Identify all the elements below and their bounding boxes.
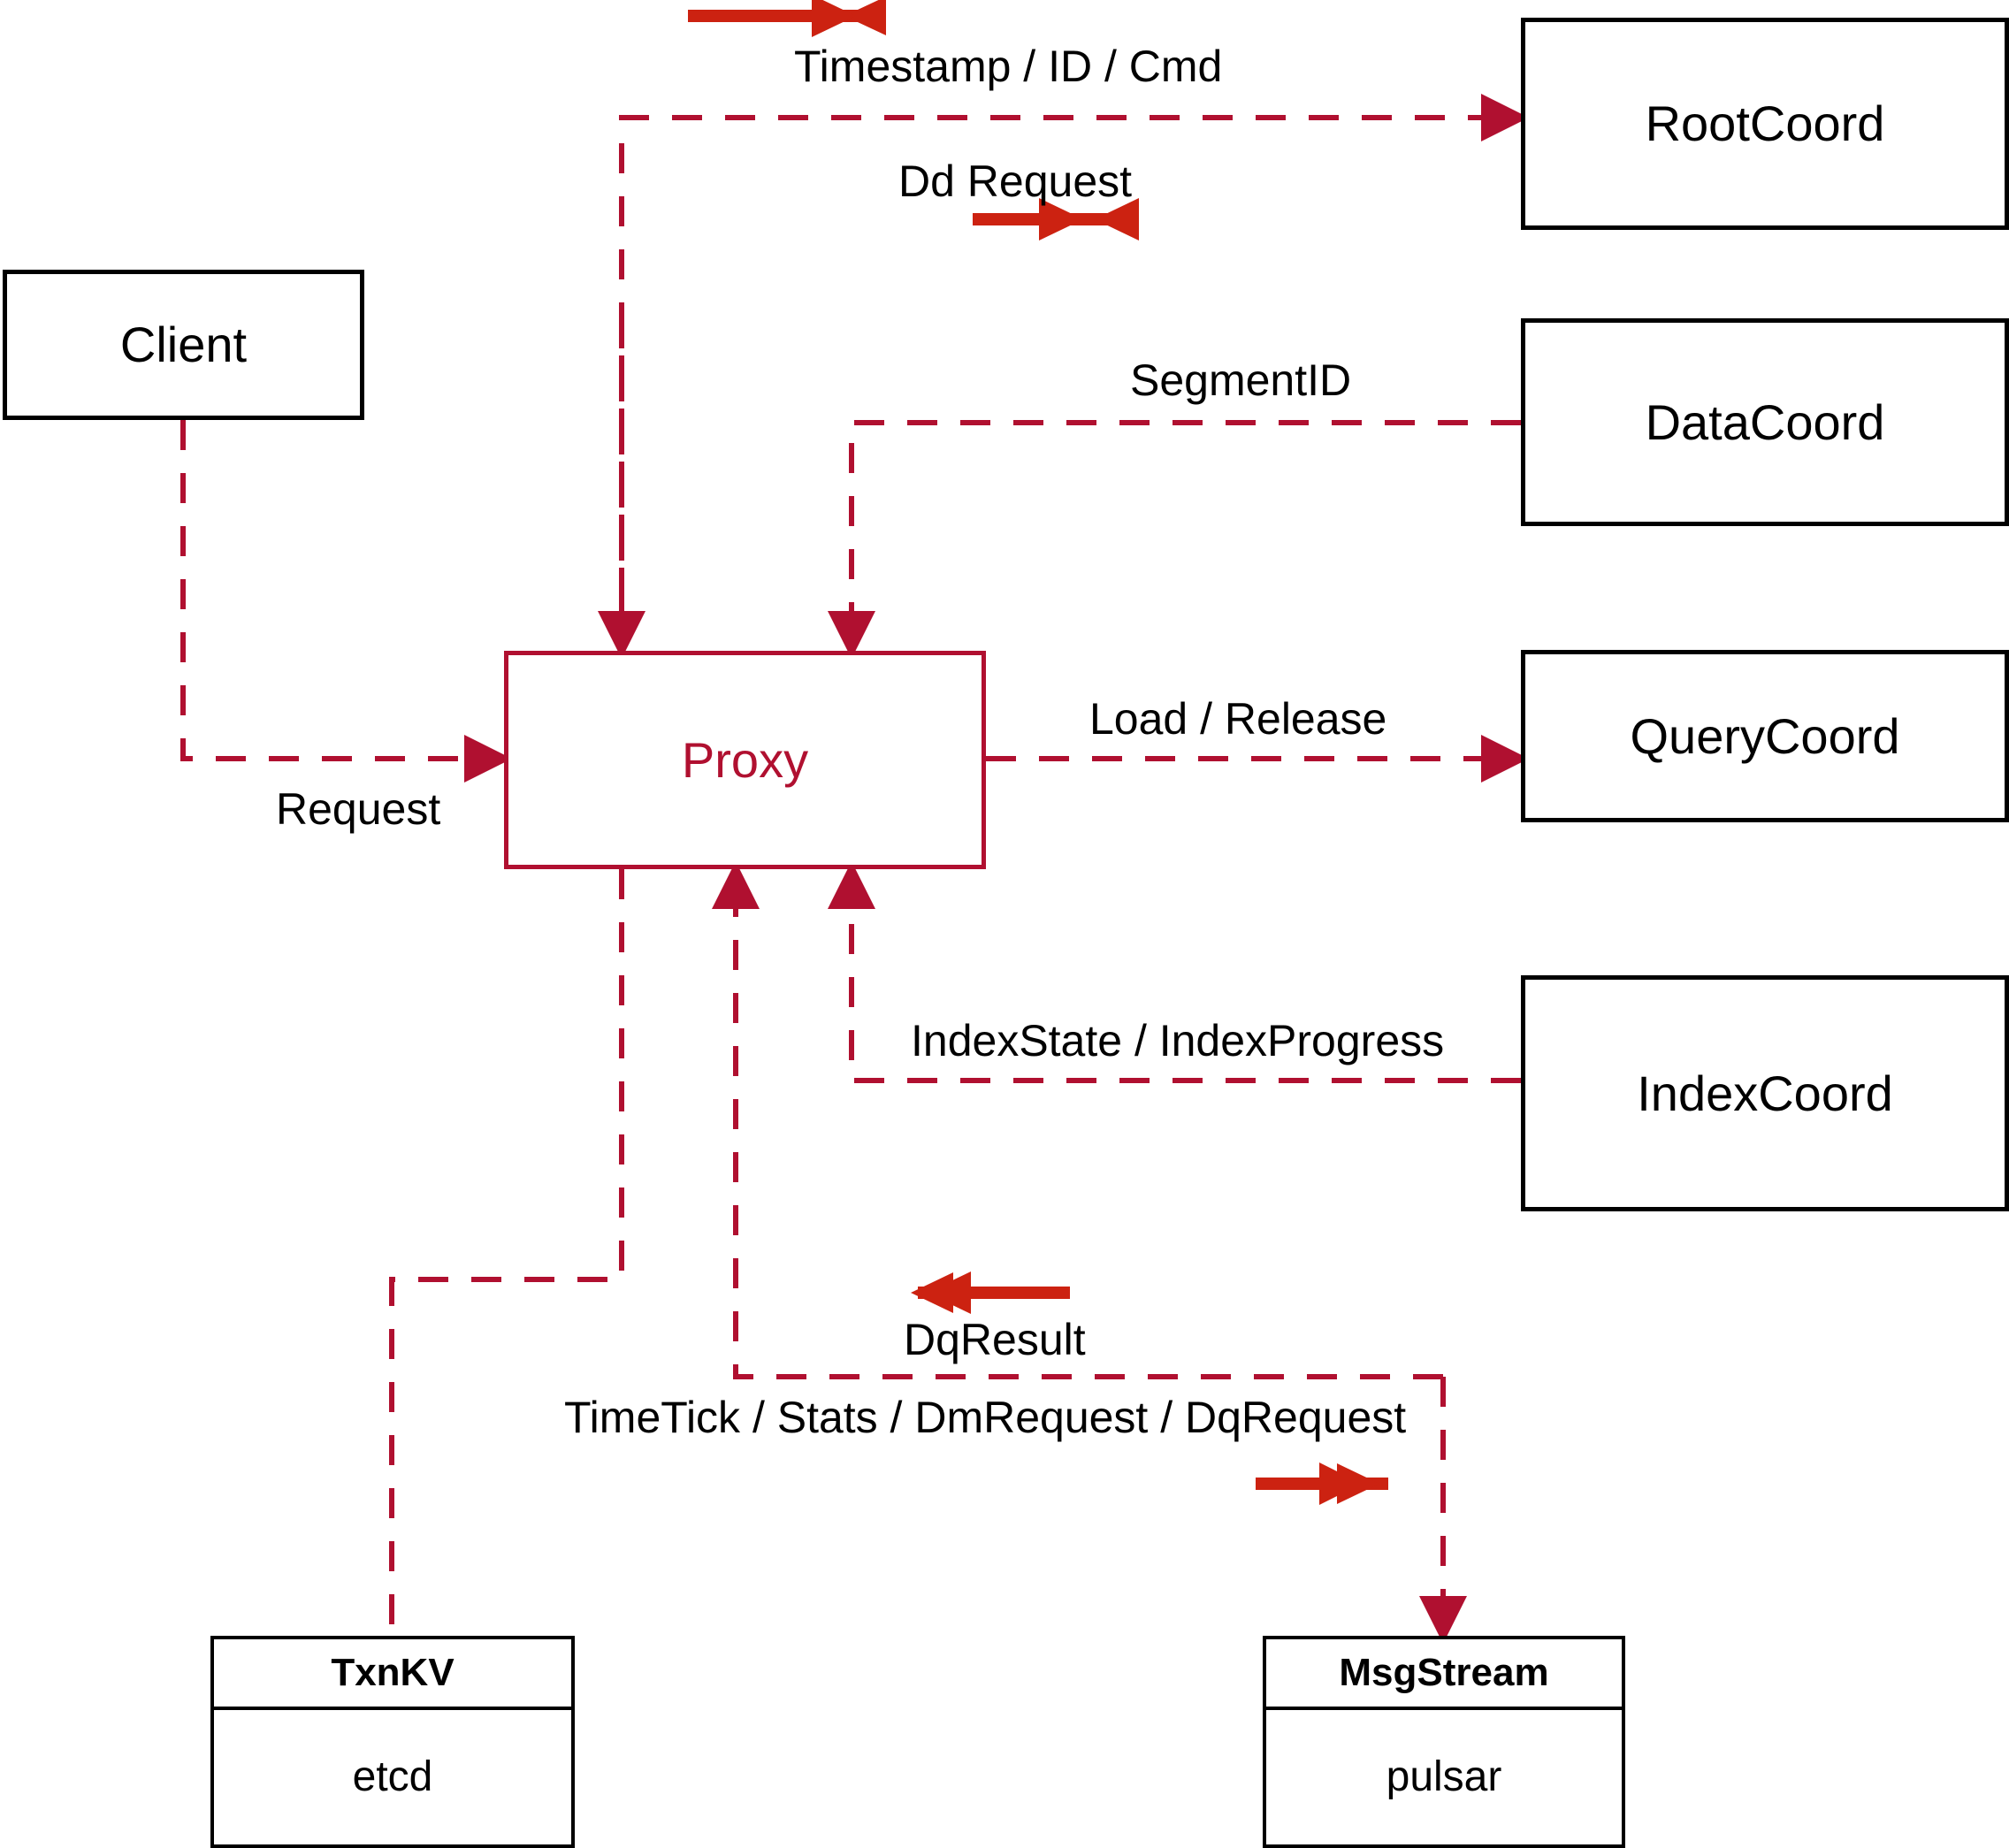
node-datacoord[interactable]: DataCoord [1521, 318, 2009, 526]
node-querycoord-label: QueryCoord [1630, 707, 1900, 764]
node-msgstream-impl: pulsar [1386, 1753, 1502, 1800]
node-indexcoord-label: IndexCoord [1637, 1065, 1893, 1121]
edge-label-dq-result: DqResult [904, 1315, 1086, 1364]
edge-label-segment-id: SegmentID [1130, 355, 1352, 405]
node-msgstream-body: pulsar [1266, 1710, 1622, 1844]
direction-arrow-timestamp-left [688, 0, 886, 37]
edge-label-request: Request [276, 784, 441, 834]
edge-label-timetick-stats: TimeTick / Stats / DmRequest / DqRequest [564, 1393, 1407, 1442]
edge-label-index-state-progress: IndexState / IndexProgress [911, 1016, 1445, 1065]
edge-proxy-to-txnkv [389, 869, 624, 1636]
node-msgstream-header: MsgStream [1266, 1639, 1622, 1710]
node-msgstream[interactable]: MsgStream pulsar [1263, 1636, 1625, 1848]
edge-datacoord-to-proxy [828, 420, 1521, 659]
node-rootcoord[interactable]: RootCoord [1521, 18, 2009, 230]
edge-label-load-release: Load / Release [1089, 694, 1387, 744]
node-txnkv-header: TxnKV [214, 1639, 571, 1710]
node-txnkv[interactable]: TxnKV etcd [210, 1636, 575, 1848]
node-indexcoord[interactable]: IndexCoord [1521, 975, 2009, 1211]
direction-arrow-ddrequest-right [973, 198, 1139, 241]
node-client-label: Client [119, 317, 248, 372]
node-querycoord[interactable]: QueryCoord [1521, 650, 2009, 822]
edge-msgstream-to-proxy [712, 861, 1443, 1379]
edge-label-dd-request: Dd Request [898, 157, 1133, 206]
node-rootcoord-label: RootCoord [1645, 95, 1885, 151]
edge-proxy-to-rootcoord [619, 94, 1529, 651]
node-client[interactable]: Client [3, 270, 364, 420]
node-txnkv-impl: etcd [352, 1753, 433, 1800]
direction-arrow-timetick-right [1256, 1462, 1388, 1505]
node-datacoord-label: DataCoord [1645, 393, 1885, 450]
node-msgstream-title: MsgStream [1339, 1651, 1549, 1694]
edge-indexcoord-to-proxy [828, 861, 1521, 1083]
edge-label-timestamp-id-cmd: Timestamp / ID / Cmd [794, 42, 1223, 91]
node-txnkv-body: etcd [214, 1710, 571, 1844]
direction-arrow-dqresult-left [911, 1271, 1070, 1314]
node-txnkv-title: TxnKV [331, 1651, 455, 1694]
node-proxy-label: Proxy [681, 731, 809, 788]
edge-client-to-proxy [180, 420, 512, 783]
node-proxy[interactable]: Proxy [504, 651, 986, 869]
